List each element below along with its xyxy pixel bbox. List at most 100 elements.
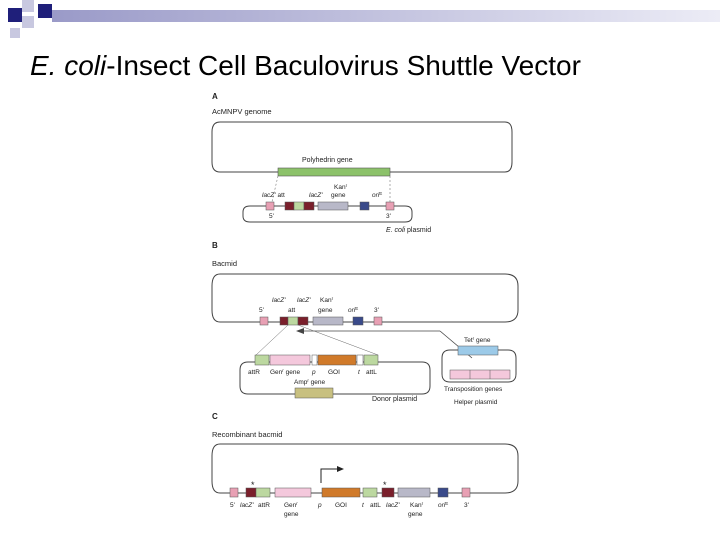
- tet-gene-label: gene: [474, 337, 491, 344]
- lacz-label: lacZ': [272, 297, 286, 304]
- segment-5prime: [259, 316, 269, 326]
- segment-gen: [274, 487, 312, 498]
- polyhedrin-gene: [277, 167, 391, 177]
- plasmid-ring: [242, 205, 413, 223]
- ecoli-label: E. coli: [386, 227, 406, 234]
- bacmid-circle: [211, 273, 519, 323]
- arrow-head: [337, 466, 344, 472]
- lacz-label: lacZ': [309, 192, 323, 199]
- dashed-guide: [270, 175, 279, 207]
- decor-square: [10, 28, 20, 38]
- five-prime-label: 5': [230, 502, 235, 509]
- panel-a-letter: A: [212, 92, 218, 101]
- segment-ori: [437, 487, 449, 498]
- segment-attR: [255, 487, 271, 498]
- svg-text:Genr: Genr: [284, 501, 298, 509]
- ori-label: ori: [438, 502, 446, 509]
- helper-plasmid-ring: [441, 349, 517, 383]
- donor-plasmid-ring: [239, 361, 431, 395]
- zoom-line: [297, 324, 379, 356]
- kan-sup: r: [422, 501, 424, 506]
- attL-label: attL: [370, 502, 381, 509]
- lacz-label: lacZ': [262, 192, 276, 199]
- terminator-label: t: [362, 502, 365, 509]
- segment-5prime: [229, 487, 239, 498]
- decor-square: [38, 4, 52, 18]
- star-marker: *: [383, 480, 387, 490]
- attR-label: attR: [258, 502, 270, 509]
- kan-sup: r: [346, 183, 348, 188]
- tet-sup: r: [473, 336, 475, 341]
- decor-square: [8, 8, 22, 22]
- ori-sup: E: [445, 501, 448, 506]
- svg-text:Tetr gene: Tetr gene: [464, 336, 491, 344]
- segment-lacz: [279, 316, 289, 326]
- transposition-label: Transposition genes: [444, 386, 503, 393]
- svg-text:Kanr: Kanr: [334, 183, 348, 191]
- svg-text:Kanr: Kanr: [410, 501, 424, 509]
- segment-lacz: [284, 201, 295, 211]
- segment-ori: [352, 316, 364, 326]
- segment-att: [293, 201, 305, 211]
- segment-5prime: [265, 201, 275, 211]
- genome-circle: [211, 121, 513, 173]
- recombinant-bacmid-label: Recombinant bacmid: [212, 430, 282, 439]
- svg-text:oriE: oriE: [348, 306, 358, 314]
- gen-sup: r: [296, 501, 298, 506]
- gen-label: Gen: [270, 369, 283, 376]
- baculovirus-diagram: A AcMNPV genome Polyhedrin gene lacZ'att…: [211, 92, 519, 518]
- segment-att: [287, 316, 299, 326]
- gene-label: gene: [318, 307, 333, 314]
- segment-kan: [312, 316, 344, 326]
- decor-square: [22, 16, 34, 28]
- svg-text:Ampr gene: Ampr gene: [294, 378, 326, 386]
- lacz-label: lacZ': [240, 502, 254, 509]
- three-prime-label: 3': [386, 213, 391, 220]
- svg-text:Kanr: Kanr: [320, 296, 334, 304]
- amp-gene-label: gene: [309, 379, 326, 386]
- svg-text:Genr gene: Genr gene: [270, 368, 300, 376]
- ori-label: ori: [372, 192, 380, 199]
- gene-label: gene: [331, 192, 346, 199]
- ori-sup: E: [379, 191, 382, 196]
- segment-lacz: [245, 487, 257, 498]
- arrow-head: [296, 328, 304, 334]
- lacz-label: lacZ': [386, 502, 400, 509]
- svg-text:oriE: oriE: [438, 501, 448, 509]
- five-prime-label: 5': [259, 307, 264, 314]
- recombinant-bacmid-circle: [211, 443, 519, 494]
- amp-label: Amp: [294, 379, 308, 386]
- slide-title: E. coli-Insect Cell Baculovirus Shuttle …: [30, 50, 581, 81]
- kan-sup: r: [332, 296, 334, 301]
- svg-text:E. coli plasmid: E. coli plasmid: [386, 227, 431, 234]
- attR-label: attR: [248, 369, 260, 376]
- segment-terminator: [356, 354, 364, 366]
- segment-lacz: [297, 316, 309, 326]
- att-label: att: [278, 192, 285, 199]
- promoter-label: p: [311, 369, 316, 376]
- segment-kan: [397, 487, 431, 498]
- segment-transposition: [449, 369, 511, 380]
- terminator-label: t: [358, 369, 361, 376]
- segment-3prime: [385, 201, 395, 211]
- ori-sup: E: [355, 306, 358, 311]
- svg-text:lacZ'att: lacZ'att: [262, 192, 285, 199]
- gene-label: gene: [284, 511, 299, 518]
- decor-square: [22, 0, 34, 12]
- decor-bar: [52, 10, 720, 22]
- segment-lacz: [381, 487, 395, 498]
- segment-gen: [269, 354, 311, 366]
- kan-label: Kan: [410, 502, 422, 509]
- segment-amp: [294, 387, 334, 399]
- plasmid-label: plasmid: [405, 227, 431, 234]
- segment-3prime: [461, 487, 471, 498]
- svg-text:oriE: oriE: [372, 191, 382, 199]
- helper-plasmid-label: Helper plasmid: [454, 399, 498, 406]
- goi-label: GOI: [328, 369, 340, 376]
- donor-plasmid-label: Donor plasmid: [372, 396, 417, 403]
- tet-label: Tet: [464, 337, 473, 344]
- attL-label: attL: [366, 369, 377, 376]
- promoter-label: p: [317, 502, 322, 509]
- segment-attL: [363, 354, 379, 366]
- segment-promoter: [311, 354, 318, 366]
